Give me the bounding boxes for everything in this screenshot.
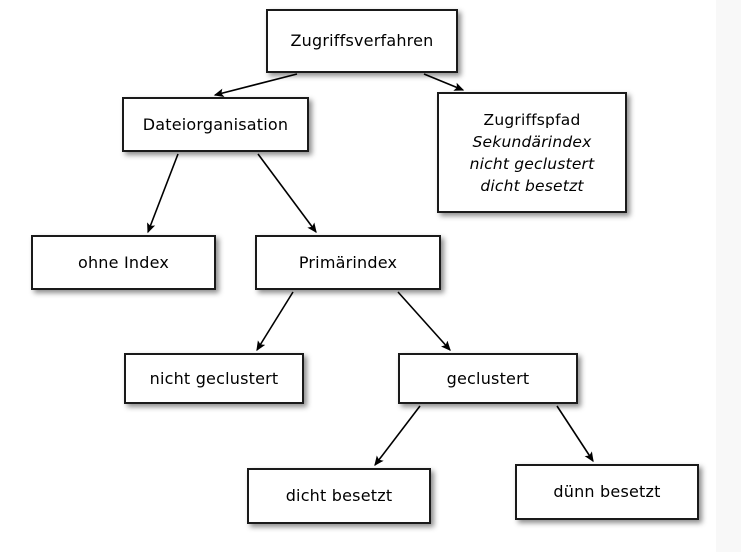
node-nicht-geclustert[interactable]: nicht geclustert [124,353,304,404]
node-primaerindex-label-0: Primärindex [298,252,398,272]
node-zugriffspfad-label-2: nicht geclustert [469,154,595,173]
node-geclustert[interactable]: geclustert [398,353,578,404]
node-primaerindex[interactable]: Primärindex [255,235,441,290]
node-duenn-besetzt-label-0: dünn besetzt [553,482,661,502]
node-ohne-index-label-0: ohne Index [77,252,170,272]
right-edge-strip [716,0,741,552]
edge-primaerindex-nicht-geclustert [256,291,294,352]
node-zugriffspfad-label-3: dicht besetzt [480,176,584,195]
node-duenn-besetzt[interactable]: dünn besetzt [515,464,699,520]
node-zugriffsverfahren[interactable]: Zugriffsverfahren [266,9,458,73]
edge-zugriffsverfahren-zugriffspfad [423,73,465,91]
node-geclustert-label-0: geclustert [446,368,530,388]
edge-geclustert-dicht-besetzt [374,405,421,467]
node-ohne-index[interactable]: ohne Index [31,235,216,290]
edge-dateiorganisation-ohne-index [147,153,179,234]
node-zugriffspfad-label-0: Zugriffspfad [483,110,581,129]
node-dicht-besetzt[interactable]: dicht besetzt [247,468,431,524]
node-zugriffspfad-label-1: Sekundärindex [472,132,592,151]
node-zugriffsverfahren-label-0: Zugriffsverfahren [290,31,434,51]
node-nicht-geclustert-label-0: nicht geclustert [149,368,279,388]
edge-dateiorganisation-primaerindex [257,153,317,234]
edge-geclustert-duenn-besetzt [556,405,594,463]
node-dicht-besetzt-label-0: dicht besetzt [285,486,393,506]
node-dateiorganisation[interactable]: Dateiorganisation [122,97,309,152]
edge-primaerindex-geclustert [397,291,451,351]
node-dateiorganisation-label-0: Dateiorganisation [142,114,289,134]
edge-zugriffsverfahren-dateiorganisation [213,73,298,98]
